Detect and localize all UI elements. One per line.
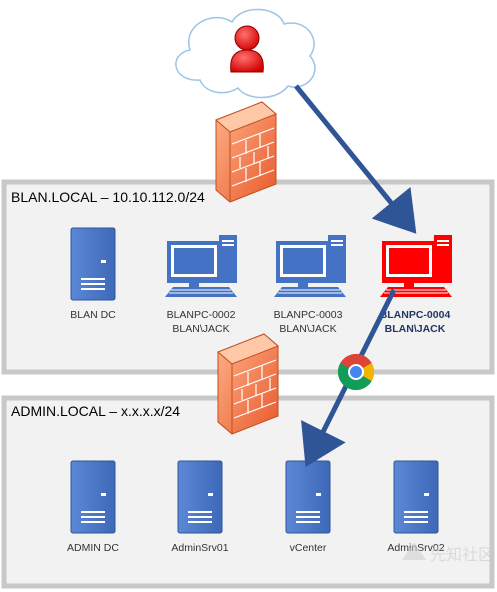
firewall-icon [217,333,279,435]
workstation-icon [379,234,453,298]
attack-arrow-cloud-to-pc0004 [294,84,417,234]
chrome-icon [337,353,375,391]
host-blanpc-0004-compromised: BLANPC-0004 BLAN\JACK [379,234,453,335]
host-blanpc-0002: BLANPC-0002 BLAN\JACK [164,234,238,335]
host-blan-dc: BLAN DC [70,227,116,321]
host-name: BLANPC-0003 [274,309,343,321]
server-icon [285,460,331,534]
host-vcenter: vCenter [285,460,331,554]
host-user: BLAN\JACK [279,323,336,335]
host-label: BLAN DC [70,309,116,321]
server-icon [70,460,116,534]
host-blanpc-0003: BLANPC-0003 BLAN\JACK [273,234,347,335]
host-label: AdminSrv01 [171,542,228,554]
host-admin-dc: ADMIN DC [67,460,119,554]
admin-zone-title: ADMIN.LOCAL – x.x.x.x/24 [11,403,180,419]
host-name: BLANPC-0004 [380,309,451,321]
server-icon [393,460,439,534]
host-label: vCenter [290,542,327,554]
workstation-icon [164,234,238,298]
host-adminsrv01: AdminSrv01 [171,460,229,554]
server-icon [177,460,223,534]
blan-zone-title: BLAN.LOCAL – 10.10.112.0/24 [11,189,205,205]
watermark-text: 先知社区 [430,546,494,564]
host-name: BLANPC-0002 [167,309,236,321]
host-user: BLAN\JACK [172,323,229,335]
watermark: 先知社区 [402,542,494,564]
firewall-icon [215,101,277,203]
attacker-icon [230,25,264,73]
host-user: BLAN\JACK [385,323,446,335]
host-label: ADMIN DC [67,542,119,554]
server-icon [70,227,116,301]
workstation-icon [273,234,347,298]
